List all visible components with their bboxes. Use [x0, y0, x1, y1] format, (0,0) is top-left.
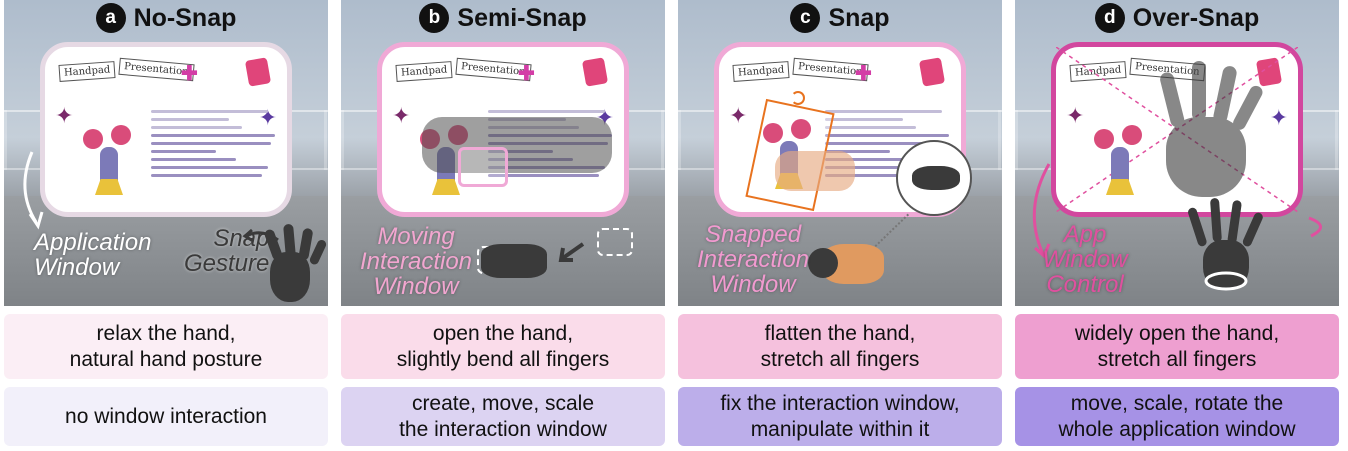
sparkle-icon: ✦: [1066, 103, 1085, 128]
app-title-left: Handpad: [395, 61, 453, 82]
panel-semi-snap: b Semi-Snap Handpad Presentation ✚ ✦ ✦ M…: [341, 0, 665, 306]
panel-header: d Over-Snap: [1015, 2, 1339, 34]
rotate-handle-icon[interactable]: [791, 91, 805, 105]
curved-arrow-icon: [1032, 163, 1051, 259]
hand-shadow: [422, 117, 612, 173]
panel-no-snap: a No-Snap Handpad Presentation ✚ ✦ ✦ App…: [4, 0, 328, 306]
panel-badge: b: [419, 3, 450, 33]
popcorn-icon: [918, 57, 946, 87]
sparkle-icon: ✦: [729, 103, 748, 128]
plus-icon: ✚: [518, 63, 535, 85]
text-lines: [825, 105, 955, 182]
cheerleader-illustration: [1094, 125, 1144, 215]
interaction-description: no window interaction: [4, 387, 328, 446]
arrow-icon: [558, 242, 585, 262]
hand-zoom-inset: [896, 140, 972, 216]
popcorn-icon: [244, 57, 272, 87]
posture-description: widely open the hand, stretch all finger…: [1015, 314, 1339, 379]
panel-header: c Snap: [678, 2, 1002, 34]
panel-over-snap: d Over-Snap Handpad Presentation ✦ ✦: [1015, 0, 1339, 306]
panel-title: Snap: [828, 3, 890, 32]
sparkle-icon: ✦: [1269, 105, 1288, 130]
interaction-window-preview: [597, 228, 633, 256]
panel-title: Semi-Snap: [457, 3, 587, 32]
panel-badge: a: [95, 3, 126, 33]
sparkle-icon: ✦: [392, 103, 411, 128]
app-title-left: Handpad: [732, 61, 790, 82]
label-application-window: Application Window: [34, 229, 152, 281]
posture-description: open the hand, slightly bend all fingers: [341, 314, 665, 379]
application-window[interactable]: Handpad Presentation ✦ ✦: [1051, 42, 1303, 217]
translucent-hand: [775, 151, 855, 191]
interaction-description: move, scale, rotate the whole applicatio…: [1015, 387, 1339, 446]
cheerleader-illustration: [83, 125, 133, 215]
sparkle-icon: ✦: [55, 103, 74, 128]
app-title-left: Handpad: [58, 61, 116, 82]
label-app-window-control: App Window Control: [1042, 221, 1128, 298]
rotate-arrow-icon: [1308, 216, 1322, 238]
hand-icon: [906, 158, 966, 198]
panel-badge: c: [790, 3, 821, 33]
application-window: Handpad Presentation ✚ ✦ ✦: [40, 42, 292, 217]
arrow-icon: [23, 151, 44, 230]
panel-snap: c Snap Handpad Presentation ✚ ✦ Snapped …: [678, 0, 1002, 306]
panel-title: No-Snap: [133, 3, 237, 32]
panel-header: b Semi-Snap: [341, 2, 665, 34]
posture-description: flatten the hand, stretch all fingers: [678, 314, 1002, 379]
plus-icon: ✚: [181, 63, 198, 85]
hand-icon: [256, 222, 328, 306]
label-snapped-interaction-window: Snapped Interaction Window: [696, 221, 810, 298]
rotate-icon: [1204, 271, 1248, 291]
hand-icon: [802, 234, 892, 294]
interaction-window[interactable]: [458, 147, 508, 187]
label-moving-interaction-window: Moving Interaction Window: [359, 223, 473, 300]
plus-icon: ✚: [855, 63, 872, 85]
panel-title: Over-Snap: [1132, 3, 1260, 32]
interaction-description: create, move, scale the interaction wind…: [341, 387, 665, 446]
popcorn-icon: [581, 57, 609, 87]
hand-icon: [1186, 196, 1267, 296]
text-lines: [151, 105, 281, 182]
hand-icon: [461, 230, 561, 290]
interaction-description: fix the interaction window, manipulate w…: [678, 387, 1002, 446]
hand-shadow: [1146, 57, 1276, 207]
panel-header: a No-Snap: [4, 2, 328, 34]
posture-description: relax the hand, natural hand posture: [4, 314, 328, 379]
panel-badge: d: [1094, 3, 1125, 33]
application-window: Handpad Presentation ✚ ✦ ✦: [377, 42, 629, 217]
label-snap-gesture: Snap Gesture: [184, 225, 270, 277]
